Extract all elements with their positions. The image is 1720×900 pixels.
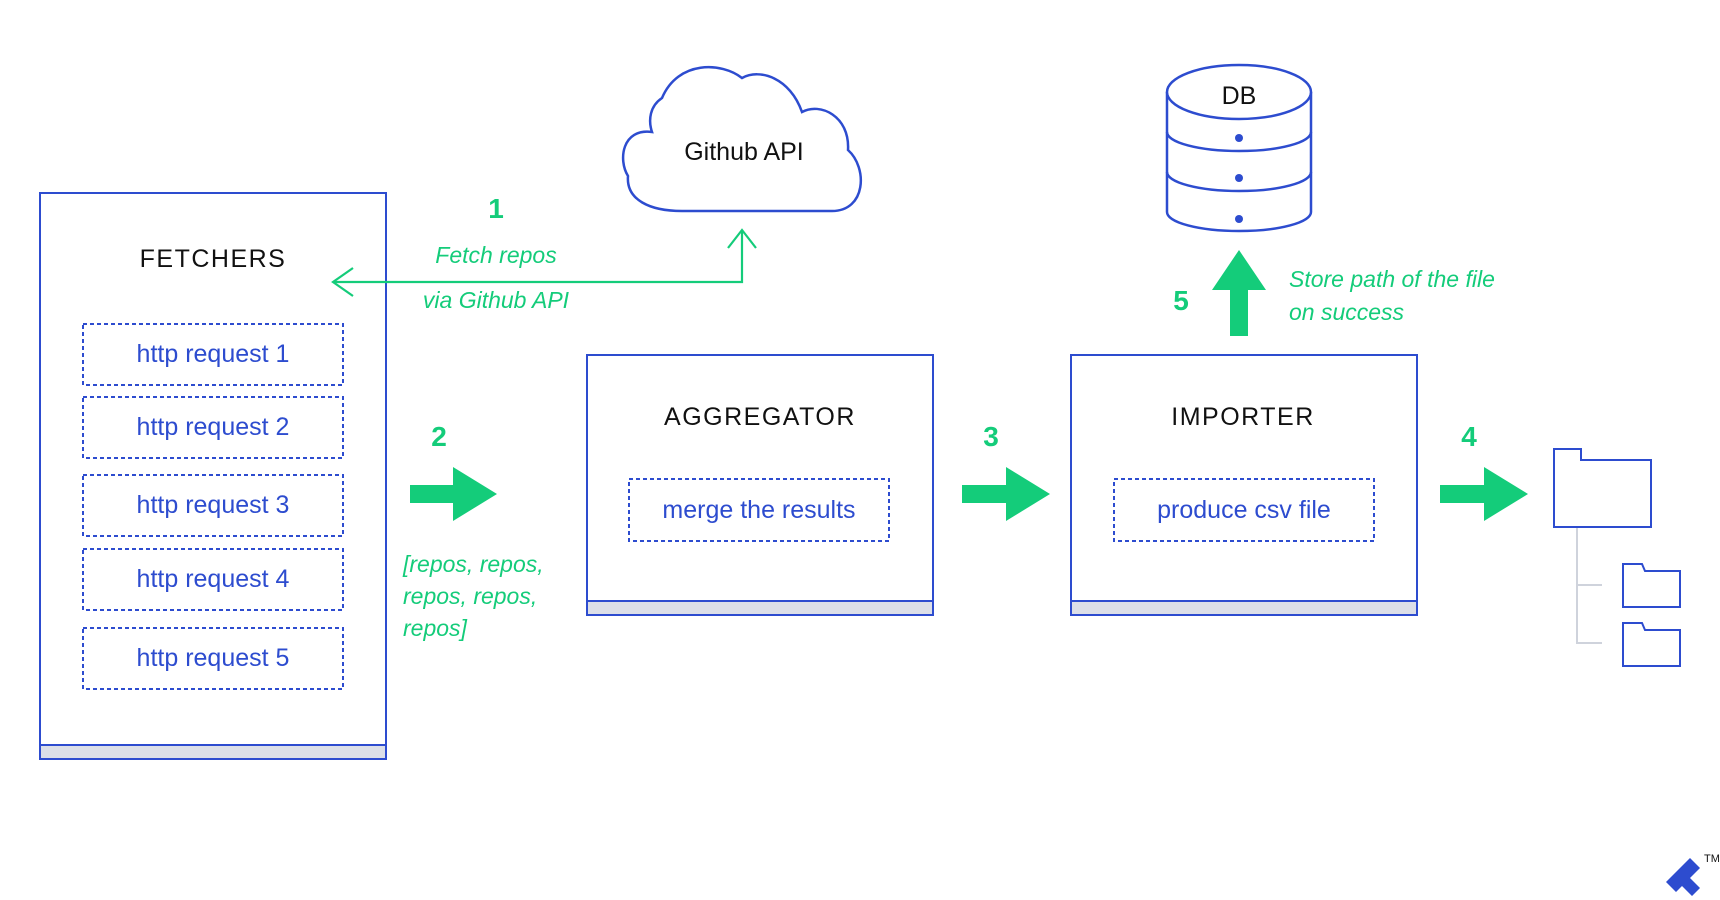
github-api-cloud: Github API <box>621 66 862 213</box>
fetchers-footer <box>39 744 387 760</box>
http-request-label-3: http request 3 <box>137 491 290 519</box>
step-1-label-line1: Fetch repos <box>435 242 557 268</box>
aggregator-task-label: merge the results <box>662 496 855 524</box>
cloud-label: Github API <box>684 138 804 166</box>
tree-connector <box>1576 527 1602 644</box>
step-2-arrow <box>410 467 497 521</box>
db-ring-2 <box>1165 171 1313 193</box>
aggregator-frame <box>586 354 934 616</box>
fetch-arrowhead-left <box>331 267 354 297</box>
folder-tree <box>1553 448 1681 667</box>
aggregator-footer <box>586 600 934 616</box>
step-2-label-line1: [repos, repos, <box>402 551 544 577</box>
step-1-label-line2: via Github API <box>423 287 570 313</box>
fetchers-title: FETCHERS <box>140 245 287 273</box>
step-4-number: 4 <box>1461 421 1477 452</box>
step-2-label-line2: repos, repos, <box>403 583 537 609</box>
http-request-box-5 <box>82 627 344 690</box>
step-5-label-line2: on success <box>1289 299 1405 325</box>
step-3-number: 3 <box>983 421 999 452</box>
aggregator-task-box <box>628 478 890 542</box>
db-dot-3 <box>1235 215 1243 223</box>
http-request-box-3 <box>82 474 344 537</box>
folder-icon-child-1 <box>1622 563 1681 608</box>
importer-box: IMPORTER produce csv file <box>1070 354 1418 616</box>
http-request-label-1: http request 1 <box>137 340 290 368</box>
fetchers-box: FETCHERS http request 1 http request 2 h… <box>39 192 387 760</box>
importer-task-label: produce csv file <box>1157 496 1331 524</box>
http-request-box-1 <box>82 323 344 386</box>
importer-frame <box>1070 354 1418 616</box>
db-cylinder <box>1165 63 1313 233</box>
folder-icon-main <box>1553 448 1652 528</box>
toptal-logo: TM <box>1666 853 1720 896</box>
fetch-arrowhead-up <box>727 228 757 249</box>
importer-title: IMPORTER <box>1171 403 1315 431</box>
logo-trademark: TM <box>1704 853 1720 865</box>
http-request-label-5: http request 5 <box>137 644 290 672</box>
aggregator-box: AGGREGATOR merge the results <box>586 354 934 616</box>
step-2-number: 2 <box>431 421 447 452</box>
importer-task-box <box>1113 478 1375 542</box>
folder-icon-child-2 <box>1622 622 1681 667</box>
step-1-number: 1 <box>488 193 504 224</box>
db-ring-1 <box>1165 131 1313 153</box>
step-2-label-line3: repos] <box>403 615 468 641</box>
fetch-line <box>333 230 744 284</box>
cloud-shape <box>621 66 862 213</box>
step-5-label-line1: Store path of the file <box>1289 266 1495 292</box>
importer-footer <box>1070 600 1418 616</box>
db-dot-1 <box>1235 134 1243 142</box>
http-request-label-4: http request 4 <box>137 565 290 593</box>
db-top <box>1165 63 1313 121</box>
step-3-arrow <box>962 467 1050 521</box>
fetchers-frame <box>39 192 387 760</box>
db-body <box>1165 92 1313 233</box>
step-5-number: 5 <box>1173 285 1189 316</box>
db-dot-2 <box>1235 174 1243 182</box>
step-5-arrow <box>1212 250 1266 336</box>
db-label: DB <box>1222 82 1257 110</box>
http-request-box-2 <box>82 396 344 459</box>
aggregator-title: AGGREGATOR <box>664 403 856 431</box>
logo-mark-icon <box>1666 858 1700 896</box>
step-4-arrow <box>1440 467 1528 521</box>
http-request-label-2: http request 2 <box>137 413 290 441</box>
http-request-box-4 <box>82 548 344 611</box>
step-1-connector <box>331 228 757 297</box>
